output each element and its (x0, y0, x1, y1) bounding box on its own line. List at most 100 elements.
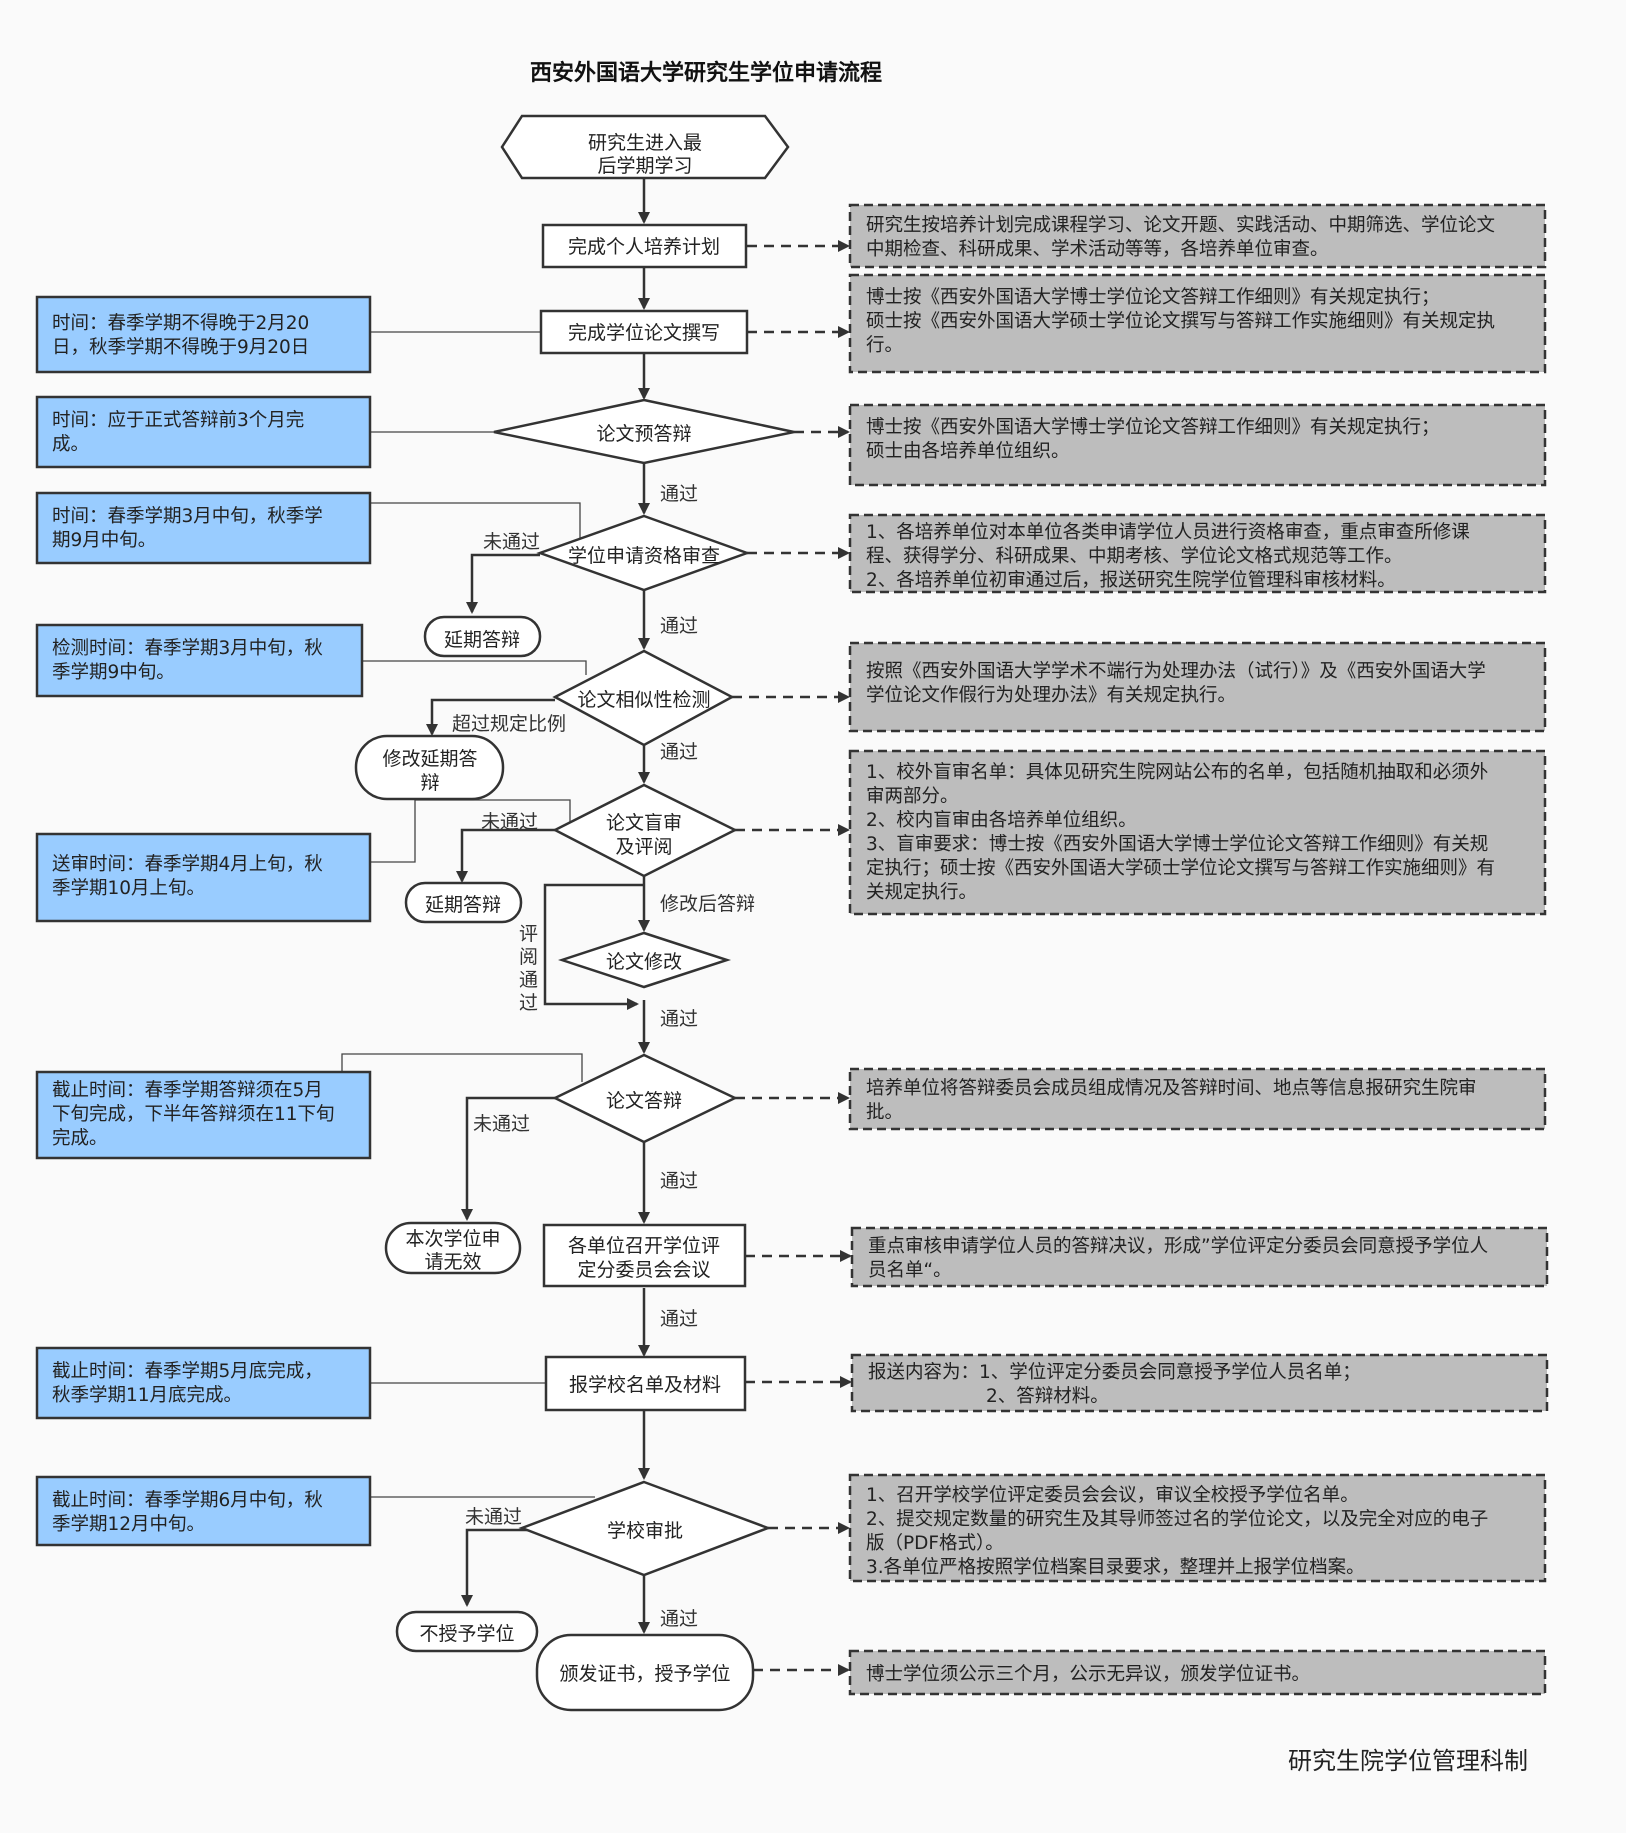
time-note-line: 季学期10月上旬。 (52, 878, 205, 899)
delay-terminal-2 (404, 881, 523, 924)
fail-label-4: 未通过 (465, 1506, 522, 1528)
rule-note-line: 博士按《西安外国语大学博士学位论文答辩工作细则》有关规定执行； (866, 417, 1440, 438)
rule-note-line: 3、盲审要求：博士按《西安外国语大学博士学位论文答辩工作细则》有关规 (866, 834, 1488, 855)
time-note-line: 截止时间：春季学期答辩须在5月 (52, 1080, 323, 1101)
blind-diamond (552, 783, 738, 878)
plan-box (541, 223, 748, 269)
no-degree-terminal (395, 1610, 539, 1653)
rule-note-line: 2、校内盲审由各培养单位组织。 (866, 810, 1137, 831)
rule-note: 博士按《西安外国语大学博士学位论文答辩工作细则》有关规定执行；硕士按《西安外国语… (848, 273, 1547, 374)
start-line-2: 后学期学习 (597, 155, 692, 177)
rule-notes: 研究生按培养计划完成课程学习、论文开题、实践活动、中期筛选、学位论文中期检查、科… (848, 203, 1549, 1696)
review-pass-char-4: 过 (519, 992, 538, 1014)
committee-box (542, 1223, 747, 1288)
plan-label: 完成个人培养计划 (568, 236, 720, 258)
rule-note-line: 按照《西安外国语大学学术不端行为处理办法（试行）》及《西安外国语大学 (866, 661, 1486, 682)
pass-label-5: 通过 (660, 1170, 698, 1192)
write-label: 完成学位论文撰写 (568, 322, 720, 344)
revise-diamond (558, 931, 732, 989)
rule-note-box (848, 641, 1547, 733)
rule-note: 1、各培养单位对本单位各类申请学位人员进行资格审查，重点审查所修课程、获得学分、… (848, 513, 1547, 594)
submit-label: 报学校名单及材料 (569, 1374, 721, 1396)
rule-note-box (848, 749, 1547, 916)
write-box (539, 309, 749, 355)
fail-label-2: 未通过 (481, 811, 538, 833)
rule-note-line: 行。 (866, 335, 903, 356)
rule-note-line: 关规定执行。 (866, 882, 977, 903)
rule-note: 博士学位须公示三个月，公示无异议，颁发学位证书。 (848, 1649, 1547, 1696)
review-pass-char-2: 阅 (519, 946, 538, 968)
time-note-line: 完成。 (52, 1128, 108, 1149)
rule-note: 研究生按培养计划完成课程学习、论文开题、实践活动、中期筛选、学位论文中期检查、科… (848, 203, 1547, 269)
page-title: 西安外国语大学研究生学位申请流程 (530, 60, 882, 86)
rule-note: 1、召开学校学位评定委员会会议，审议全校授予学位名单。 2、提交规定数量的研究生及… (848, 1473, 1547, 1583)
rule-note-line: 1、各培养单位对本单位各类申请学位人员进行资格审查，重点审查所修课 (866, 522, 1470, 543)
rule-note-box (848, 1649, 1547, 1696)
similarity-label: 论文相似性检测 (577, 689, 710, 711)
rule-note-line: 博士学位须公示三个月，公示无异议，颁发学位证书。 (866, 1664, 1310, 1685)
rule-note-box (848, 273, 1547, 374)
revise-delay-label-1: 修改延期答 (382, 748, 477, 770)
submit-box (544, 1355, 747, 1412)
fail-label-1: 未通过 (483, 531, 540, 553)
award-terminal (535, 1633, 755, 1712)
defense-label: 论文答辩 (606, 1090, 682, 1112)
rule-note-box (848, 1473, 1547, 1583)
no-degree-label: 不授予学位 (419, 1623, 514, 1645)
similarity-diamond (552, 649, 735, 747)
time-note-line: 期9月中旬。 (52, 530, 156, 551)
start-terminal (500, 114, 790, 180)
pass-label-4: 通过 (660, 1008, 698, 1030)
note-arrows (732, 240, 852, 1676)
pass-label-3: 通过 (660, 741, 698, 763)
revise-delay-terminal (354, 734, 505, 801)
predefense-diamond (493, 398, 795, 465)
time-note-line: 时间：春季学期不得晚于2月20 (52, 313, 309, 334)
rule-note-line: 3.各单位严格按照学位档案目录要求，整理并上报学位档案。 (866, 1557, 1365, 1578)
rule-note-line: 2、提交规定数量的研究生及其导师签过名的学位论文，以及完全对应的电子 (866, 1509, 1488, 1530)
time-note-line: 下旬完成，下半年答辩须在11下旬 (52, 1104, 335, 1125)
pass-label-6: 通过 (660, 1308, 698, 1330)
time-note-line: 成。 (52, 434, 89, 455)
invalid-terminal (384, 1221, 522, 1275)
rule-note: 报送内容为：1、学位评定分委员会同意授予学位人员名单；2、答辩材料。 (850, 1353, 1549, 1413)
rule-note-line: 1、校外盲审名单：具体见研究生院网站公布的名单，包括随机抽取和必须外 (866, 762, 1488, 783)
time-note-box (35, 1475, 372, 1547)
credit-line: 研究生院学位管理科制 (1288, 1747, 1528, 1775)
time-connectors (341, 331, 595, 1498)
defense-diamond (552, 1053, 738, 1144)
award-label: 颁发证书，授予学位 (559, 1663, 730, 1685)
time-note-box (35, 832, 372, 923)
rule-note-line: 1、召开学校学位评定委员会会议，审议全校授予学位名单。 (866, 1485, 1359, 1506)
rule-note-line: 定执行；硕士按《西安外国语大学硕士学位论文撰写与答辩工作实施细则》有 (866, 858, 1495, 879)
predefense-label: 论文预答辩 (596, 423, 691, 445)
rule-note: 博士按《西安外国语大学博士学位论文答辩工作细则》有关规定执行；硕士由各培养单位组… (848, 403, 1547, 487)
time-note-box (35, 1070, 372, 1160)
rule-note-line: 重点审核申请学位人员的答辩决议，形成”学位评定分委员会同意授予学位人 (868, 1236, 1488, 1257)
time-note-line: 送审时间：春季学期4月上旬，秋 (52, 854, 323, 875)
qualify-diamond (536, 514, 751, 592)
rule-note-line: 报送内容为：1、学位评定分委员会同意授予学位人员名单； (868, 1362, 1361, 1383)
rule-note-line: 培养单位将答辩委员会成员组成情况及答辩时间、地点等信息报研究生院审 (866, 1078, 1477, 1099)
rule-note: 按照《西安外国语大学学术不端行为处理办法（试行）》及《西安外国语大学学位论文作假… (848, 641, 1547, 733)
time-note-line: 截止时间：春季学期5月底完成， (52, 1361, 323, 1382)
invalid-label-2: 请无效 (424, 1251, 481, 1273)
review-pass-char-1: 评 (519, 923, 538, 945)
delay-terminal-1 (423, 615, 542, 658)
invalid-label-1: 本次学位申 (405, 1228, 500, 1250)
time-note-box (35, 491, 372, 565)
rule-note-line: 审两部分。 (866, 786, 959, 807)
time-notes: 时间：春季学期不得晚于2月20 日，秋季学期不得晚于9月20日时间：应于正式答辩前… (35, 295, 372, 1547)
rule-note-box (850, 1226, 1549, 1288)
main-arrows (426, 178, 650, 1634)
rule-note: 重点审核申请学位人员的答辩决议，形成”学位评定分委员会同意授予学位人员名单“。 (850, 1226, 1549, 1288)
time-note-line: 日，秋季学期不得晚于9月20日 (52, 337, 309, 358)
delay-label-2: 延期答辩 (425, 894, 501, 916)
